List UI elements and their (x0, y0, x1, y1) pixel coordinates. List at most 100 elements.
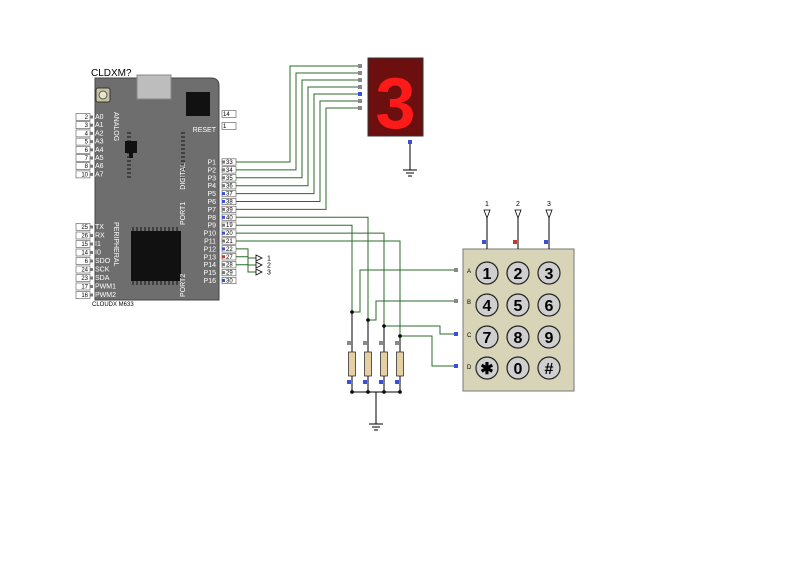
board-pin: 33 P1 (207, 158, 237, 167)
pin-marker (90, 242, 93, 246)
display-pin (358, 92, 362, 96)
pin-marker (90, 156, 93, 160)
key-label: 4 (483, 298, 492, 315)
pin-marker (90, 293, 93, 297)
resistor-body (364, 351, 372, 377)
pin-number: 28 (226, 263, 233, 269)
port-pin-group: 33P134P235P336P437P538P639P740P819P920P1… (204, 158, 237, 285)
pin-label: PWM1 (95, 284, 116, 291)
keypad-key[interactable]: 2 (506, 261, 530, 285)
row-label: C (467, 333, 472, 339)
key-label: 7 (483, 330, 492, 347)
terminal-wire (236, 264, 256, 273)
pin-number: 25 (81, 225, 88, 231)
resistor (363, 312, 372, 394)
pin-marker (222, 184, 225, 188)
mcu-chip (131, 231, 181, 281)
regulator-leg (129, 153, 133, 158)
pin-marker (222, 215, 225, 219)
keypad-key[interactable]: 0 (506, 356, 530, 380)
terminal-wire (236, 256, 256, 266)
pin-number: 14 (81, 251, 88, 257)
keypad-key[interactable]: 5 (506, 293, 530, 317)
pin-number: 24 (81, 268, 88, 274)
row-pin (454, 299, 458, 303)
keypad-key[interactable]: 6 (537, 293, 561, 317)
display-wire (236, 65, 358, 163)
pin-marker (90, 123, 93, 127)
pin-marker (90, 148, 93, 152)
keypad-key[interactable]: 9 (537, 325, 561, 349)
pin-number: 20 (226, 231, 233, 237)
terminal-label: 1 (485, 201, 489, 208)
pin-number: 1 (223, 124, 227, 130)
pin-number: 35 (226, 176, 233, 182)
display-wires (236, 65, 358, 210)
resistor (379, 312, 388, 394)
mcu-pins (127, 132, 185, 285)
pin-label: P8 (207, 215, 216, 222)
key-cap (475, 325, 499, 349)
board-title: CLDXM? (91, 68, 132, 79)
pin-label: SDO (95, 258, 111, 265)
terminal-label: 3 (547, 201, 551, 208)
keypad-key[interactable]: 8 (506, 325, 530, 349)
key-cap (475, 293, 499, 317)
resistor-pin (363, 380, 367, 384)
key-cap (537, 293, 561, 317)
terminal-label: 2 (516, 201, 520, 208)
pin-label: P6 (207, 199, 216, 206)
pin-label: A4 (95, 147, 104, 154)
keypad-key[interactable]: 1 (475, 261, 499, 285)
pin-number: 4 (85, 131, 89, 137)
pin-number: 17 (81, 285, 88, 291)
row-label: D (467, 365, 472, 371)
pin-label: P1 (207, 160, 216, 167)
key-cap (537, 356, 561, 380)
keypad-wires (236, 216, 454, 367)
resistor-body (396, 351, 404, 377)
pin-marker (222, 200, 225, 203)
pin-number: 33 (226, 160, 233, 166)
pin-number: 19 (226, 223, 233, 229)
key-label: 2 (514, 266, 523, 283)
pin-number: 34 (226, 168, 233, 174)
keypad-key[interactable]: 7 (475, 325, 499, 349)
key-label: 6 (545, 298, 554, 315)
keypad-wire (400, 335, 454, 367)
display-pins (358, 64, 362, 110)
pin-box (221, 110, 237, 118)
keypad-wire (236, 224, 353, 312)
key-label: # (545, 361, 554, 378)
key-cap (506, 356, 530, 380)
board-pin: 25 TX (75, 223, 104, 231)
pin-number: 21 (226, 239, 233, 245)
keypad-key[interactable]: 4 (475, 293, 499, 317)
keypad-key[interactable]: 3 (537, 261, 561, 285)
pin-marker (90, 251, 93, 254)
key-cap (506, 261, 530, 285)
pin-label: RX (95, 233, 105, 240)
pin-label: A7 (95, 171, 104, 178)
pin-number: 6 (85, 259, 89, 265)
pin-number: 3 (85, 123, 89, 129)
key-label: 3 (545, 266, 554, 283)
pin-label: TX (95, 224, 104, 231)
pin-number: 37 (226, 192, 233, 198)
resistor-pin (395, 341, 399, 345)
junction-dot (366, 318, 370, 322)
keypad-key[interactable]: ✱ (475, 356, 499, 380)
keypad-key[interactable]: # (537, 356, 561, 380)
display-wire (236, 79, 358, 179)
keypad-wire (236, 240, 401, 336)
